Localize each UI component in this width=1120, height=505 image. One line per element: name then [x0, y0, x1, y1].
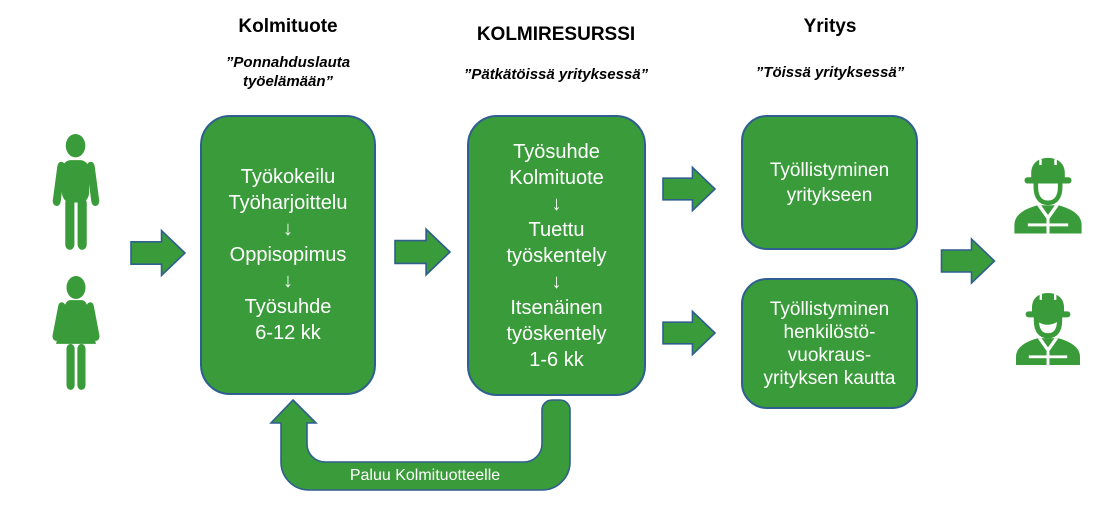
box-line: Työllistyminen — [769, 298, 890, 320]
box-line: Työharjoittelu — [228, 192, 348, 214]
column-subtitle: ”Ponnahduslauta työelämään” — [225, 54, 351, 90]
box-line: työskentely — [506, 322, 607, 345]
u-turn-up-arrow-icon — [269, 398, 571, 491]
down-arrow-icon: ↓ — [283, 218, 293, 240]
box-line: Tuettu — [528, 218, 585, 241]
kolmituote-box: Työkokeilu Työharjoittelu ↓ Oppisopimus … — [200, 115, 376, 395]
male-worker-icon — [1014, 157, 1082, 234]
box-line: henkilöstö- — [783, 321, 876, 343]
tyollistyminen-yritykseen-box: Työllistyminen yritykseen — [741, 115, 918, 250]
right-arrow-icon — [940, 237, 996, 285]
column-title: KOLMIRESURSSI — [476, 24, 636, 45]
box-line: Kolmituote — [509, 166, 604, 189]
box-line: työskentely — [506, 244, 607, 267]
box-line: Itsenäinen — [510, 296, 603, 319]
down-arrow-icon: ↓ — [551, 192, 562, 215]
column-header-kolmituote: Kolmituote ”Ponnahduslauta työelämään” — [188, 16, 388, 92]
box-line: vuokraus- — [787, 344, 872, 366]
column-subtitle: ”Pätkätöissä yrityksessä” — [463, 66, 649, 83]
woman-icon — [52, 276, 100, 390]
right-arrow-icon — [130, 228, 187, 278]
down-arrow-icon: ↓ — [551, 270, 562, 293]
column-header-kolmiresurssi: KOLMIRESURSSI ”Pätkätöissä yrityksessä” — [446, 24, 666, 85]
right-arrow-icon — [662, 165, 717, 213]
female-worker-icon — [1016, 293, 1080, 365]
box-line: yritykseen — [786, 184, 873, 206]
box-line: 6-12 kk — [255, 322, 321, 344]
return-arrow-label: Paluu Kolmituotteelle — [349, 467, 501, 484]
right-arrow-icon — [394, 227, 452, 277]
right-arrow-icon — [662, 309, 717, 357]
column-title: Kolmituote — [238, 16, 338, 37]
box-line: Työsuhde — [244, 296, 332, 318]
box-line: yrityksen kautta — [763, 367, 896, 389]
down-arrow-icon: ↓ — [283, 270, 293, 292]
box-line: Työsuhde — [513, 140, 600, 163]
box-line: Työkokeilu — [240, 166, 336, 188]
tyollistyminen-vuokraus-box: Työllistyminen henkilöstö- vuokraus- yri… — [741, 278, 918, 409]
column-subtitle: ”Töissä yrityksessä” — [755, 64, 905, 81]
box-line: Työllistyminen — [769, 159, 890, 181]
column-header-yritys: Yritys ”Töissä yrityksessä” — [730, 16, 930, 83]
box-line: Oppisopimus — [229, 244, 347, 266]
kolmiresurssi-box: Työsuhde Kolmituote ↓ Tuettu työskentely… — [467, 115, 646, 396]
man-icon — [52, 134, 100, 250]
column-title: Yritys — [803, 16, 857, 37]
box-line: 1-6 kk — [529, 348, 584, 371]
